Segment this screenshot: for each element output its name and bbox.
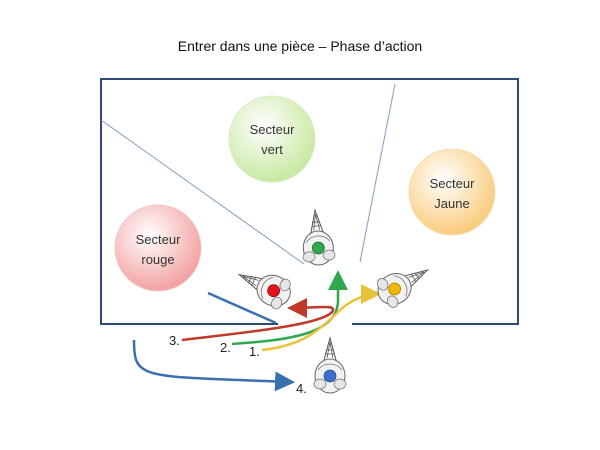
divider-line-right bbox=[359, 83, 396, 263]
sector-jaune-line2: Jaune bbox=[434, 196, 470, 211]
sector-vert-line2: vert bbox=[261, 142, 283, 157]
sector-jaune-line1: Secteur bbox=[429, 176, 475, 191]
path-label-3: 3. bbox=[169, 333, 180, 348]
path-1-yellow bbox=[261, 284, 381, 352]
sector-vert-circle bbox=[228, 95, 316, 183]
wall-entry-line-blue bbox=[207, 291, 277, 325]
operator-yellow bbox=[371, 255, 436, 312]
path-label-1: 1. bbox=[249, 344, 260, 359]
diagram-title: Entrer dans une pièce – Phase d’action bbox=[177, 38, 423, 54]
path-4-blue bbox=[132, 339, 295, 392]
sector-jaune-circle bbox=[408, 148, 496, 236]
operator-green bbox=[298, 208, 337, 267]
sector-jaune-label: Secteur Jaune bbox=[412, 174, 492, 214]
sector-rouge-line1: Secteur bbox=[135, 232, 181, 247]
sector-vert-label: Secteur vert bbox=[232, 120, 312, 160]
path-label-4: 4. bbox=[296, 381, 307, 396]
room-wall bbox=[100, 78, 519, 325]
sector-vert-line1: Secteur bbox=[249, 122, 295, 137]
sector-rouge-line2: rouge bbox=[141, 252, 175, 267]
path-label-2: 2. bbox=[220, 340, 231, 355]
path-2-green bbox=[231, 270, 348, 346]
operator-blue bbox=[313, 337, 347, 394]
sector-rouge-circle bbox=[114, 204, 202, 292]
divider-line-left bbox=[100, 119, 305, 265]
operator-red bbox=[231, 259, 297, 313]
path-3-red bbox=[181, 297, 335, 342]
sector-rouge-label: Secteur rouge bbox=[118, 230, 198, 270]
